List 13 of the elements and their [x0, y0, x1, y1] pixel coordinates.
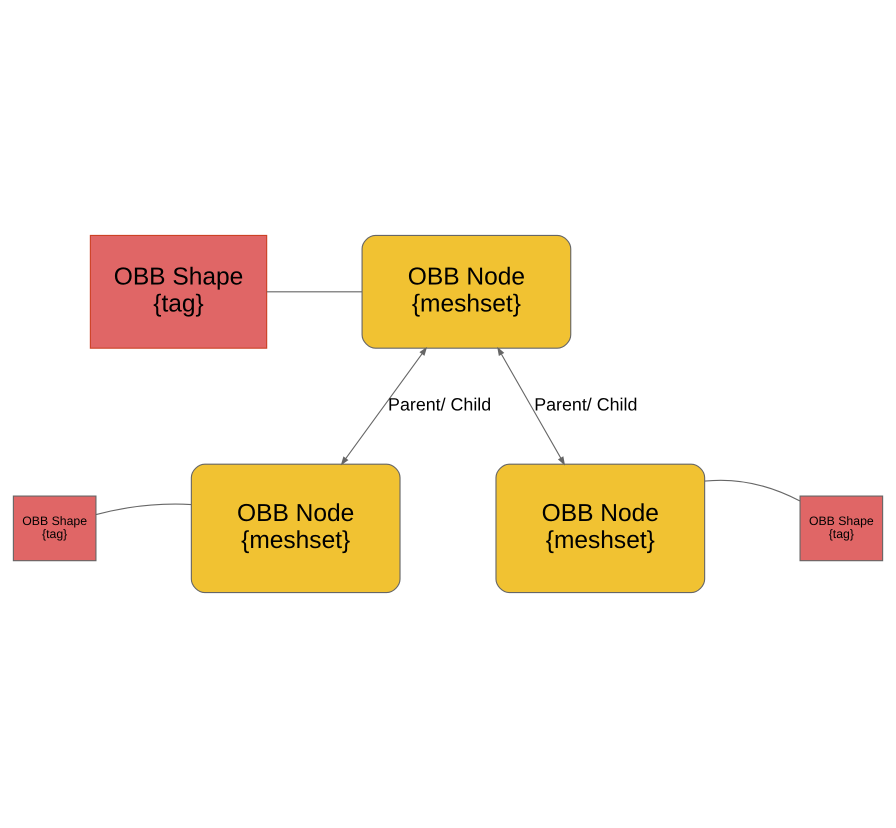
arrow [340, 346, 428, 466]
connector [266, 291, 362, 292]
node-box: OBB Shape {tag} [12, 495, 96, 562]
connector [96, 504, 192, 516]
node-box: OBB Node {meshset} [190, 464, 401, 594]
edge-label: Parent/ Child [534, 394, 638, 414]
arrow [497, 346, 566, 466]
node-box: OBB Shape {tag} [90, 234, 268, 349]
node-box: OBB Node {meshset} [362, 234, 572, 349]
node-box: OBB Shape {tag} [800, 495, 884, 562]
edge-label: Parent/ Child [388, 394, 492, 414]
node-box: OBB Node {meshset} [495, 464, 706, 594]
connector [704, 480, 800, 502]
